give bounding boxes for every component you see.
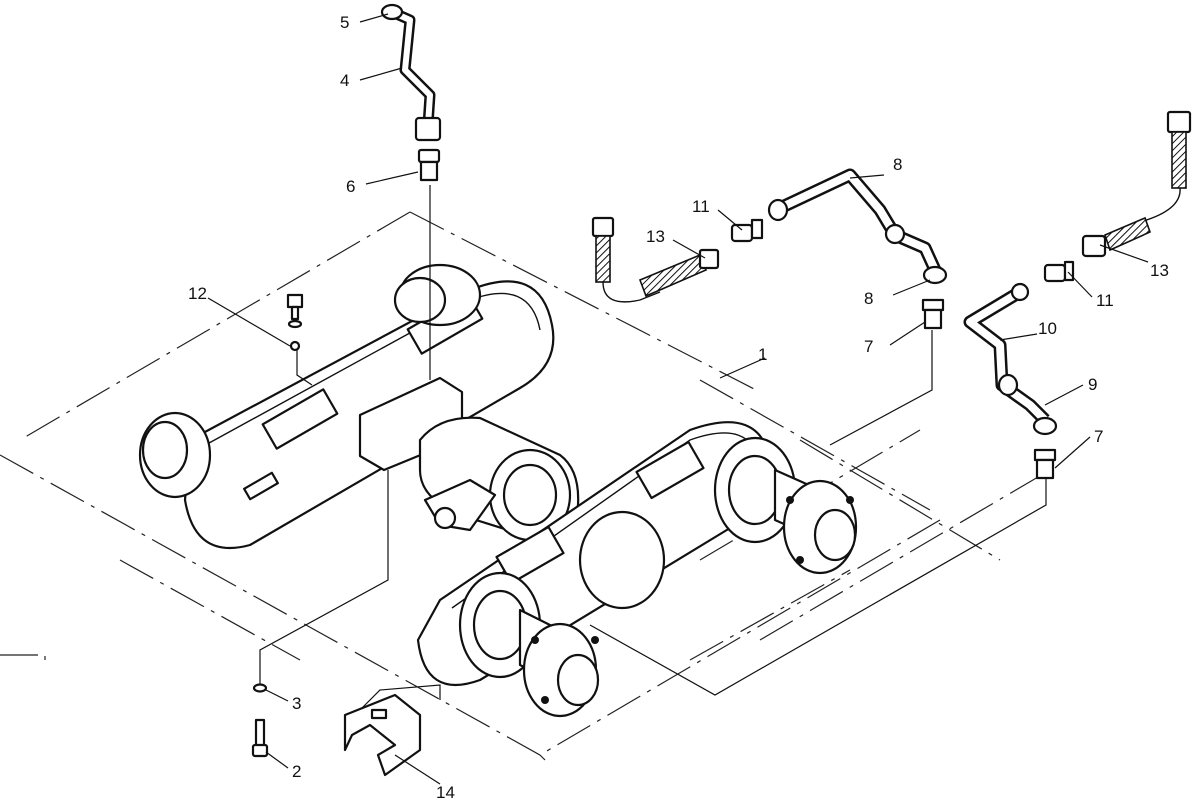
callout-13-right: 13	[1150, 261, 1169, 280]
callout-7-upper: 7	[864, 337, 873, 356]
callout-2: 2	[292, 762, 301, 781]
callout-8-lower: 9	[1088, 375, 1097, 394]
callout-labels: 5 4 6 8 11 13 8 7 1 13 11 10 9 7 12 3 2 …	[188, 13, 1169, 802]
callout-8-upper: 8	[864, 289, 873, 308]
pipe-assembly-right	[591, 110, 1192, 480]
bolt-12	[286, 293, 304, 352]
callout-11-right: 11	[1096, 291, 1114, 310]
callout-1: 1	[758, 345, 767, 364]
callout-4: 4	[340, 71, 349, 90]
track-assembly	[138, 263, 858, 718]
callout-9: 8	[893, 155, 902, 174]
leader-lines	[259, 185, 1047, 711]
pipe-assembly-left	[380, 3, 442, 182]
callout-leaders	[207, 13, 1149, 785]
callout-5: 5	[340, 13, 349, 32]
callout-7-lower: 7	[1094, 427, 1103, 446]
callout-14: 14	[436, 783, 455, 802]
callout-10: 10	[1038, 319, 1057, 338]
callout-3: 3	[292, 694, 301, 713]
bracket-14	[343, 693, 422, 777]
bolt-2-washer-3	[251, 683, 269, 758]
callout-12: 12	[188, 284, 207, 303]
callout-11-left: 11	[692, 197, 710, 216]
callout-6: 6	[346, 177, 355, 196]
callout-13-left: 13	[646, 227, 665, 246]
